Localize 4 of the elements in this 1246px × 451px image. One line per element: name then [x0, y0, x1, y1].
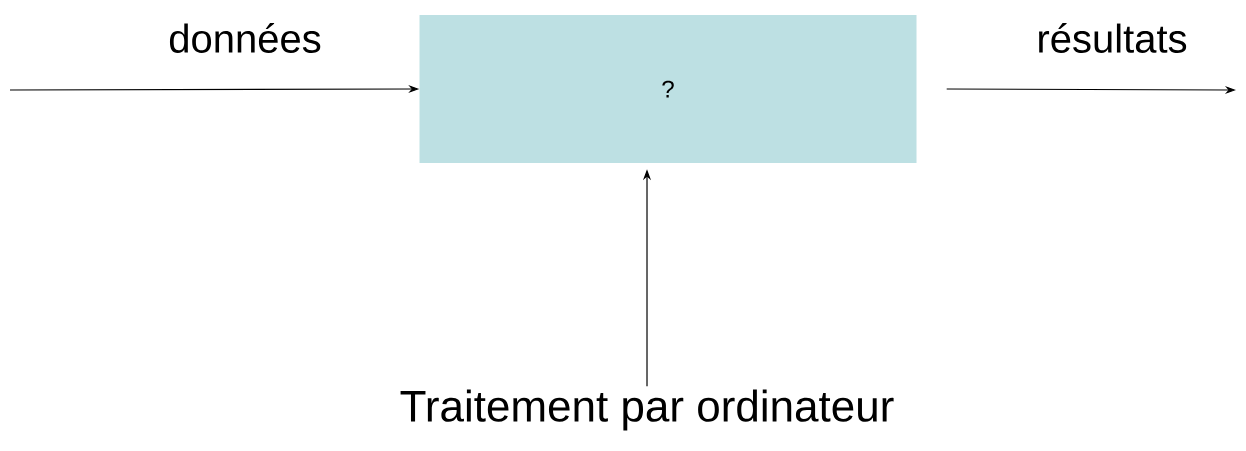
edge-label: données [169, 23, 321, 53]
edge-label: résultats [1039, 23, 1187, 53]
caption-text: Traitement par ordinateur [400, 389, 894, 431]
process-box: ? [419, 15, 917, 163]
